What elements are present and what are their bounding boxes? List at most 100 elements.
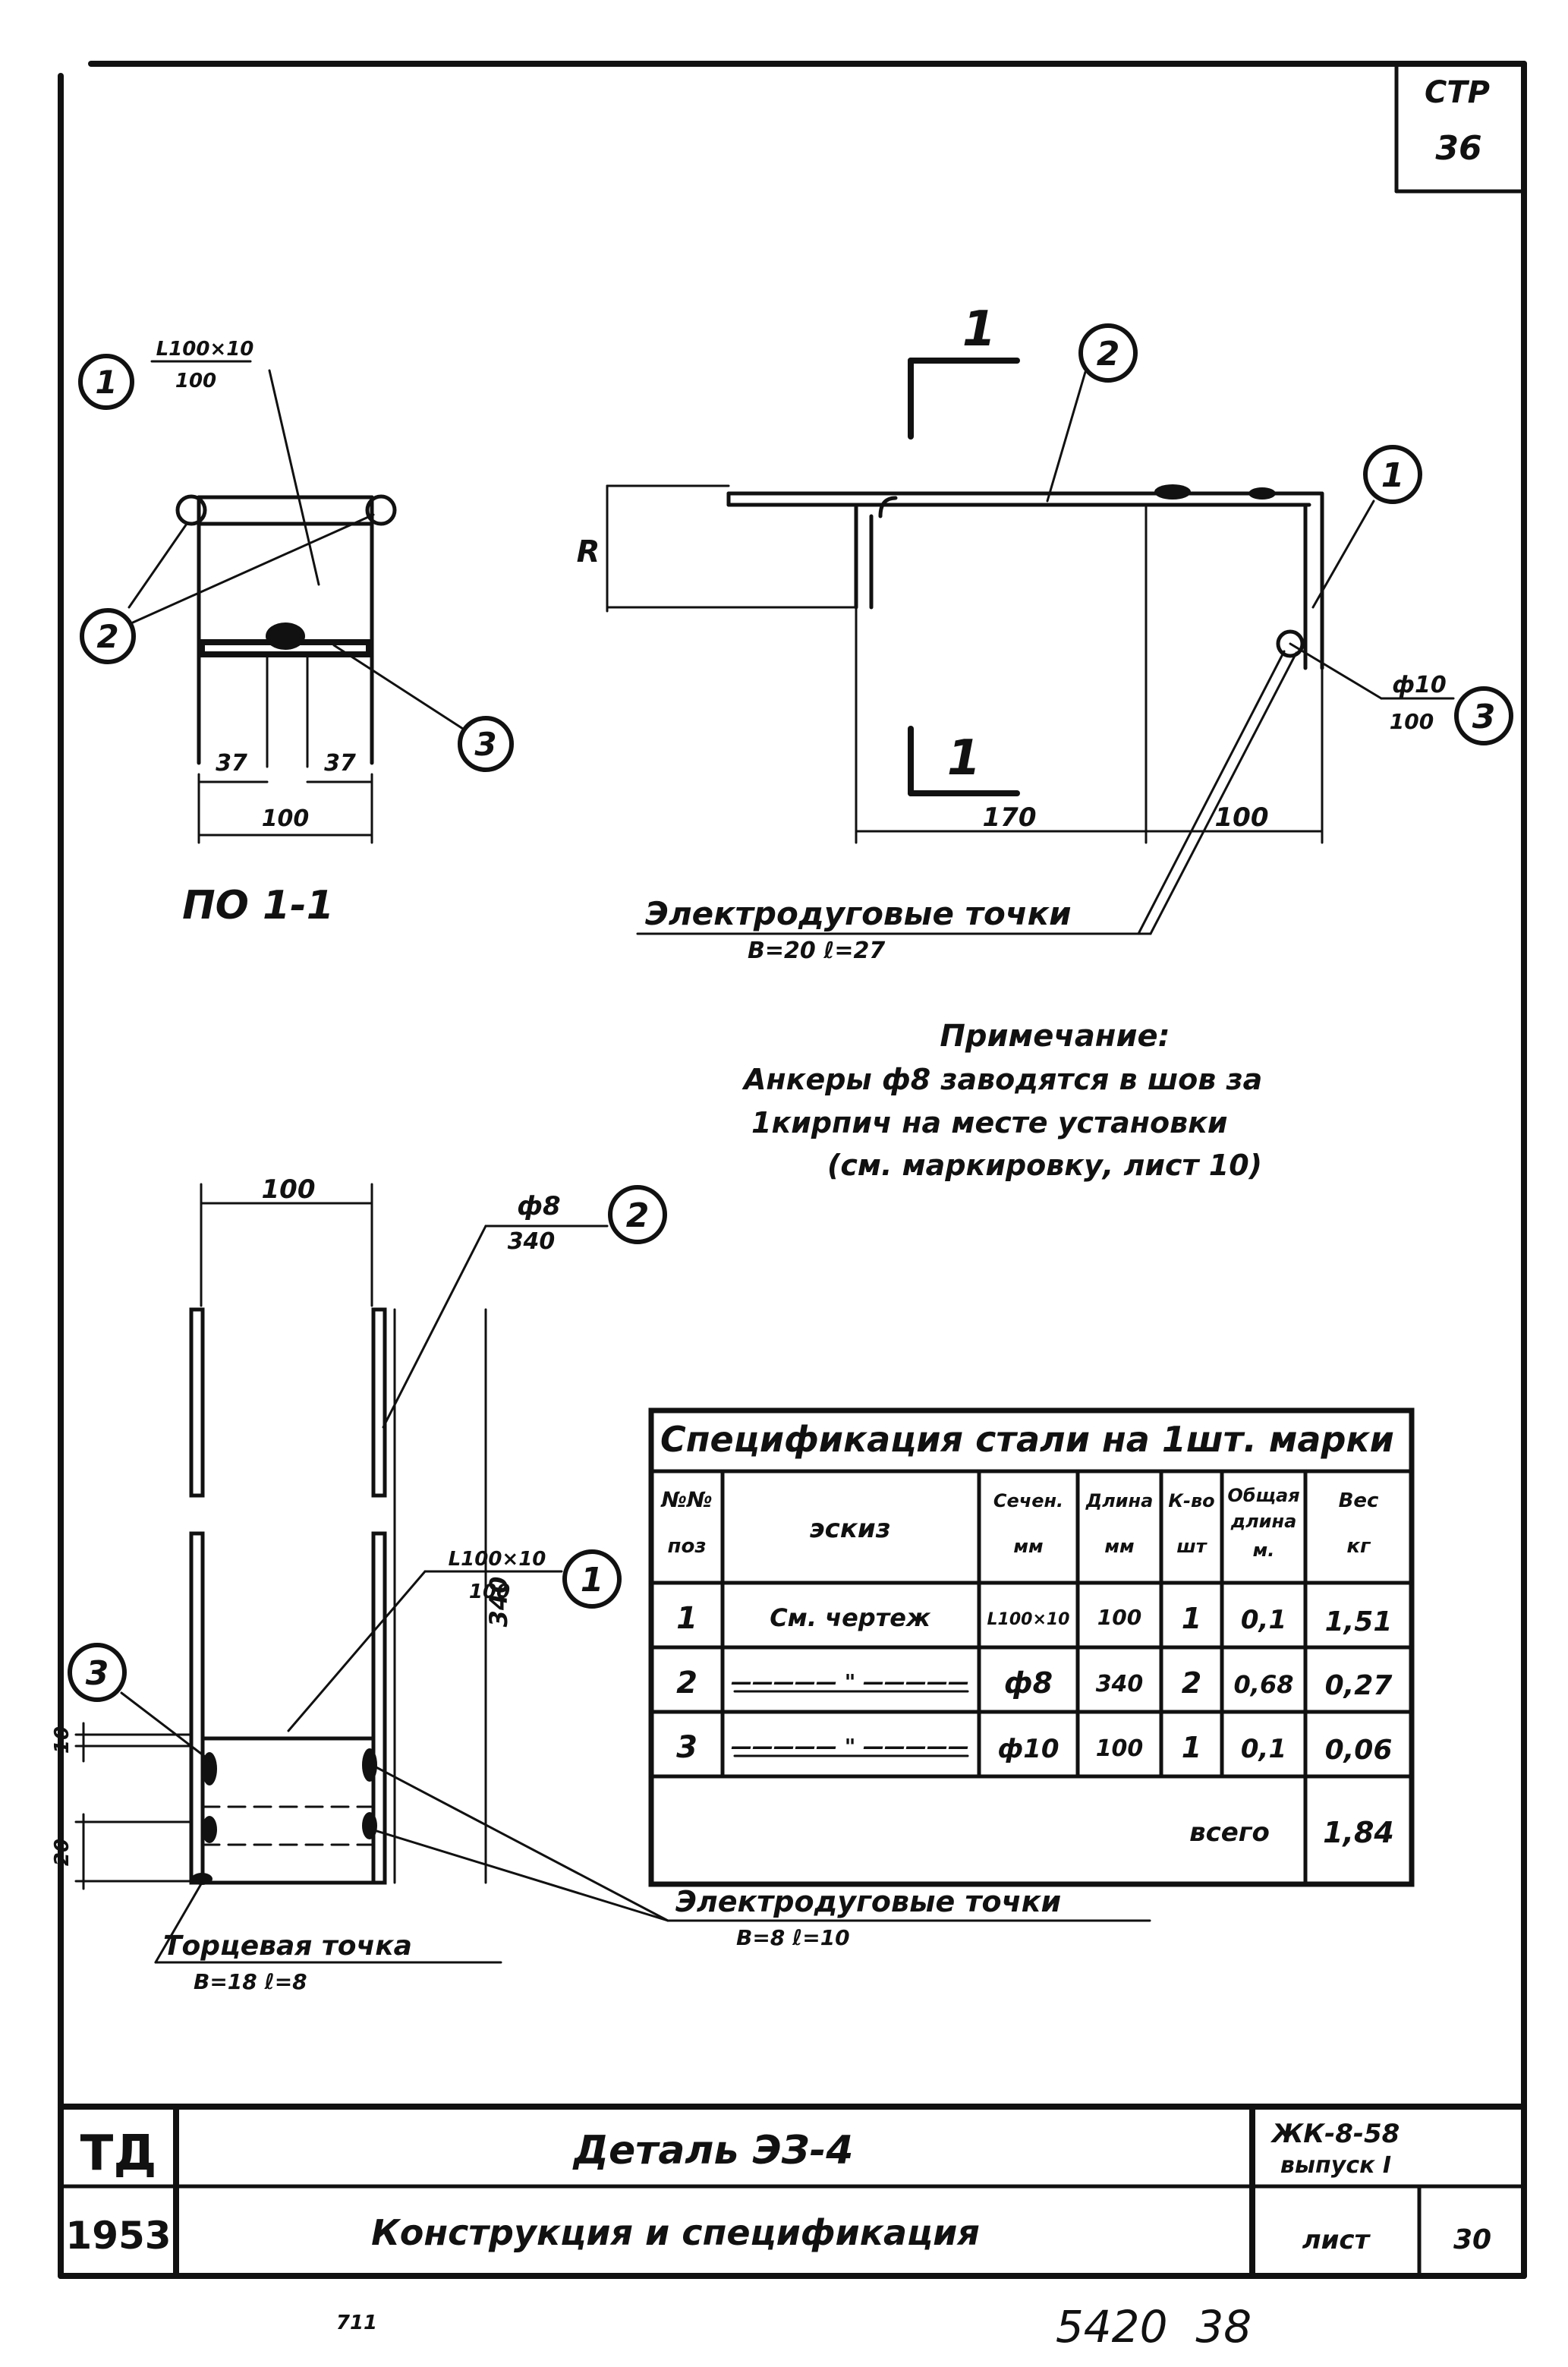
row2-section: ф8 <box>1004 1666 1053 1700</box>
hdr-sketch: эскиз <box>810 1514 891 1544</box>
rod-section-left <box>175 494 207 526</box>
row2-weight: 0,27 <box>1325 1670 1393 1701</box>
callout-3-front-num: 3 <box>86 1654 109 1693</box>
callout-1-front <box>562 1549 622 1609</box>
end-weld-title: Торцевая точка <box>163 1930 412 1962</box>
callout-1-front-num: 1 <box>581 1561 604 1600</box>
row1-length: 100 <box>1097 1605 1141 1630</box>
rod-2-front-right-upper <box>371 1307 387 1498</box>
row3-total: 0,1 <box>1241 1734 1286 1764</box>
spec-table <box>648 1407 1415 1887</box>
total-label: всего <box>1189 1817 1270 1848</box>
callout-2-front-bottom: 340 <box>508 1228 556 1255</box>
callout-3-plan-bottom: 100 <box>1390 709 1434 734</box>
hdr-section-a: Сечен. <box>993 1490 1063 1511</box>
row2-length: 340 <box>1096 1671 1144 1697</box>
callout-1-front-bottom: 100 <box>469 1581 510 1603</box>
callout-3-front <box>68 1643 127 1702</box>
callout-1-section-num: 1 <box>95 364 117 401</box>
callout-2-section-num: 2 <box>96 618 118 655</box>
section-title: ПО 1-1 <box>182 883 334 928</box>
callout-3-plan <box>1454 686 1513 745</box>
callout-2-front <box>608 1185 667 1244</box>
drawing-name: Деталь ЭЗ-4 <box>572 2128 854 2173</box>
section-dim-right: 37 <box>324 750 356 777</box>
front-dim-side: 340 <box>484 1577 513 1628</box>
callout-3-plan-top: ф10 <box>1392 672 1447 698</box>
series-line-2: выпуск I <box>1280 2152 1391 2179</box>
callout-3-plan-num: 3 <box>1472 698 1496 736</box>
row3-pos: 3 <box>676 1730 697 1765</box>
org-year: 1953 <box>65 2214 171 2258</box>
plan-weld-title: Электродуговые точки <box>645 895 1072 932</box>
dim-100-plan: 100 <box>1215 802 1269 833</box>
archive-number: 5420 38 <box>1056 2301 1252 2353</box>
callout-1-section-top: L100×10 <box>156 338 254 361</box>
row1-qty: 1 <box>1182 1602 1201 1635</box>
small-code: 711 <box>336 2312 377 2334</box>
section-dim-total: 100 <box>262 805 310 832</box>
hdr-qty-b: шт <box>1176 1536 1207 1557</box>
hdr-section-b: мм <box>1013 1536 1043 1557</box>
hdr-length-b: мм <box>1104 1536 1134 1557</box>
plan-weld-params: В=20 ℓ=27 <box>748 938 885 964</box>
rod-2-front-right-lower <box>371 1531 387 1885</box>
front-dim-top: 100 <box>262 1174 316 1205</box>
series-line-1: ЖК-8-58 <box>1270 2119 1400 2149</box>
callout-1-plan <box>1363 445 1422 504</box>
hdr-total-b: длина <box>1230 1511 1297 1532</box>
page-box-number: 36 <box>1435 129 1481 168</box>
front-dim-10: 10 <box>51 1726 74 1754</box>
callout-1-front-top: L100×10 <box>449 1548 546 1571</box>
callout-1-section-bottom: 100 <box>175 370 216 392</box>
rod-2-front-left-upper <box>189 1307 205 1498</box>
hdr-weight-b: кг <box>1346 1535 1371 1558</box>
note-title: Примечание: <box>940 1019 1170 1054</box>
callout-2-section <box>80 608 136 664</box>
sheet-frame <box>58 61 1527 2279</box>
hdr-weight-a: Вес <box>1339 1489 1379 1512</box>
rod-3-plan <box>1276 629 1305 658</box>
row2-sketch: ————— " ————— <box>731 1669 969 1694</box>
note-line-3: (см. маркировку, лист 10) <box>827 1149 1262 1182</box>
row1-section: L100×10 <box>987 1610 1070 1629</box>
note-line-2: 1кирпич на месте установки <box>751 1106 1228 1139</box>
callout-3-section-num: 3 <box>474 726 496 763</box>
front-weld-title: Электродуговые точки <box>675 1885 1061 1918</box>
rod-2-plan <box>726 491 1323 507</box>
row1-total: 0,1 <box>1241 1605 1286 1635</box>
row1-pos: 1 <box>676 1601 697 1636</box>
dim-170: 170 <box>983 802 1037 833</box>
front-dim-20: 20 <box>51 1839 74 1866</box>
row2-total: 0,68 <box>1234 1670 1294 1699</box>
row3-qty: 1 <box>1182 1731 1201 1764</box>
total-value: 1,84 <box>1323 1816 1394 1849</box>
sheet-label: лист <box>1302 2225 1371 2255</box>
row1-sketch: См. чертеж <box>770 1603 931 1632</box>
front-view <box>74 1183 1151 1964</box>
hdr-pos-b: поз <box>668 1535 707 1558</box>
spec-title: Спецификация стали на 1шт. марки <box>660 1419 1394 1460</box>
callout-1-section <box>78 354 134 410</box>
callout-1-plan-num: 1 <box>1381 456 1405 495</box>
hdr-qty-a: К-во <box>1168 1490 1214 1511</box>
row1-weight: 1,51 <box>1325 1606 1393 1637</box>
callout-2-plan <box>1078 323 1138 383</box>
plan-view <box>606 358 1455 935</box>
hdr-total-c: м. <box>1253 1540 1275 1561</box>
section-dim-left: 37 <box>216 750 247 777</box>
front-weld-params: В=8 ℓ=10 <box>736 1925 850 1950</box>
row3-sketch: ————— " ————— <box>731 1734 969 1759</box>
cut-label-top: 1 <box>962 301 997 358</box>
dim-r: R <box>577 534 600 569</box>
hdr-pos-a: №№ <box>660 1487 712 1512</box>
callout-3-section <box>458 716 514 772</box>
org-code: ТД <box>80 2126 157 2182</box>
cut-label-bottom: 1 <box>947 730 981 786</box>
row2-qty: 2 <box>1182 1666 1201 1700</box>
rod-section-right <box>365 494 397 526</box>
rod-2-front-left-lower <box>189 1531 205 1885</box>
row3-weight: 0,06 <box>1325 1735 1393 1766</box>
sheet-number: 30 <box>1453 2224 1491 2255</box>
